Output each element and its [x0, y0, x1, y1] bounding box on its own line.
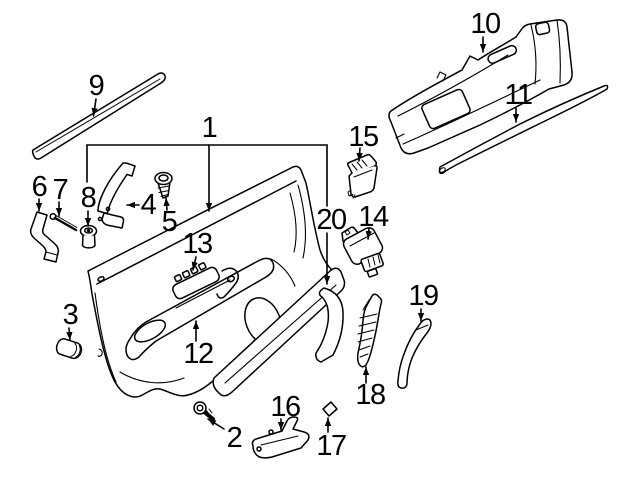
callout-label-1: 1 [202, 112, 217, 144]
part-trim-strip [438, 84, 609, 175]
part-front-garnish [315, 287, 344, 363]
part-door-trim-panel [87, 165, 332, 398]
part-switch-lower [341, 226, 384, 278]
callout-5-arrow [163, 197, 170, 211]
callout-label-15: 15 [348, 121, 378, 153]
callout-2-arrow [207, 418, 225, 430]
part-screw-lower [193, 401, 215, 421]
callout-label-10: 10 [470, 8, 500, 40]
part-screw-upper [154, 171, 173, 199]
callout-label-18: 18 [355, 379, 385, 411]
callout-label-6: 6 [32, 171, 47, 203]
part-pull-bracket [251, 416, 310, 459]
callout-label-20: 20 [316, 204, 346, 236]
part-grommet [79, 224, 98, 249]
part-handle-bracket [29, 211, 60, 263]
callout-label-14: 14 [358, 201, 389, 233]
callout-15-arrow [356, 147, 363, 162]
part-switch-upper [346, 153, 378, 199]
callout-3-arrow [66, 327, 73, 341]
callout-label-3: 3 [63, 299, 78, 331]
part-armrest-base [388, 19, 573, 155]
part-clip [322, 401, 338, 417]
part-grip-rail [356, 293, 383, 368]
callout-label-8: 8 [81, 182, 96, 214]
callout-label-19: 19 [408, 280, 438, 312]
callout-label-7: 7 [53, 174, 68, 206]
callout-label-17: 17 [316, 430, 346, 462]
callout-label-5: 5 [162, 206, 177, 238]
callout-14-arrow [365, 228, 372, 240]
callout-label-16: 16 [270, 391, 300, 423]
callout-1-bracket [86, 144, 331, 285]
callout-13-arrow [191, 256, 198, 271]
callout-label-9: 9 [89, 70, 104, 102]
part-lower-trim-flap [212, 267, 346, 397]
part-pin-screw [49, 212, 78, 232]
callout-label-11: 11 [504, 79, 531, 111]
callout-9-arrow [91, 98, 98, 117]
callout-label-12: 12 [183, 338, 213, 370]
part-belt-weatherstrip [31, 72, 166, 160]
callout-label-13: 13 [182, 228, 212, 260]
part-grip-cover [397, 318, 432, 389]
callout-label-2: 2 [227, 422, 242, 454]
part-inner-bracket [97, 162, 136, 229]
callout-label-4: 4 [141, 189, 157, 221]
part-bumper-clip [55, 338, 83, 360]
